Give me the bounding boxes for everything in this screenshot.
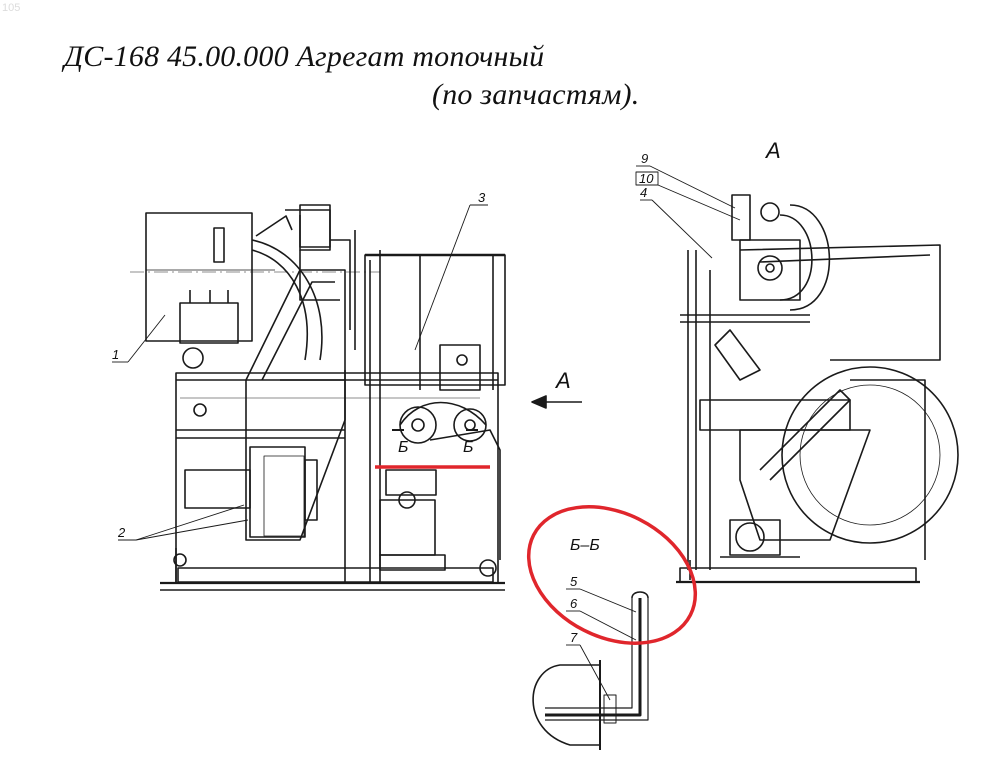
- section-ellipse-highlight: [526, 505, 698, 645]
- callout-2: 2: [117, 525, 126, 540]
- title-line-2: (по запчастям).: [432, 78, 640, 111]
- section-bb-label: Б–Б: [570, 537, 600, 554]
- callout-1: 1: [112, 347, 119, 362]
- view-a-label: А: [764, 138, 781, 163]
- callout-7: 7: [570, 630, 578, 645]
- callout-10: 10: [639, 171, 654, 186]
- right-view: [676, 194, 959, 584]
- callout-3: 3: [478, 190, 486, 205]
- fan-housing: [781, 366, 959, 544]
- section-b-left-label: Б: [398, 439, 408, 456]
- control-cabinet: [145, 212, 253, 342]
- section-b-right-label: Б: [463, 439, 473, 456]
- callout-9: 9: [641, 151, 648, 166]
- left-view: [130, 204, 506, 591]
- watermark: 105: [2, 2, 21, 14]
- callout-6: 6: [570, 596, 578, 611]
- main-frame: [175, 372, 499, 584]
- section-bb-detail: [532, 591, 649, 750]
- callout-5: 5: [570, 574, 578, 589]
- callout-4: 4: [640, 185, 647, 200]
- arrow-a-label: А: [554, 368, 571, 393]
- title-line-1: ДС-168 45.00.000 Агрегат топочный: [64, 40, 545, 73]
